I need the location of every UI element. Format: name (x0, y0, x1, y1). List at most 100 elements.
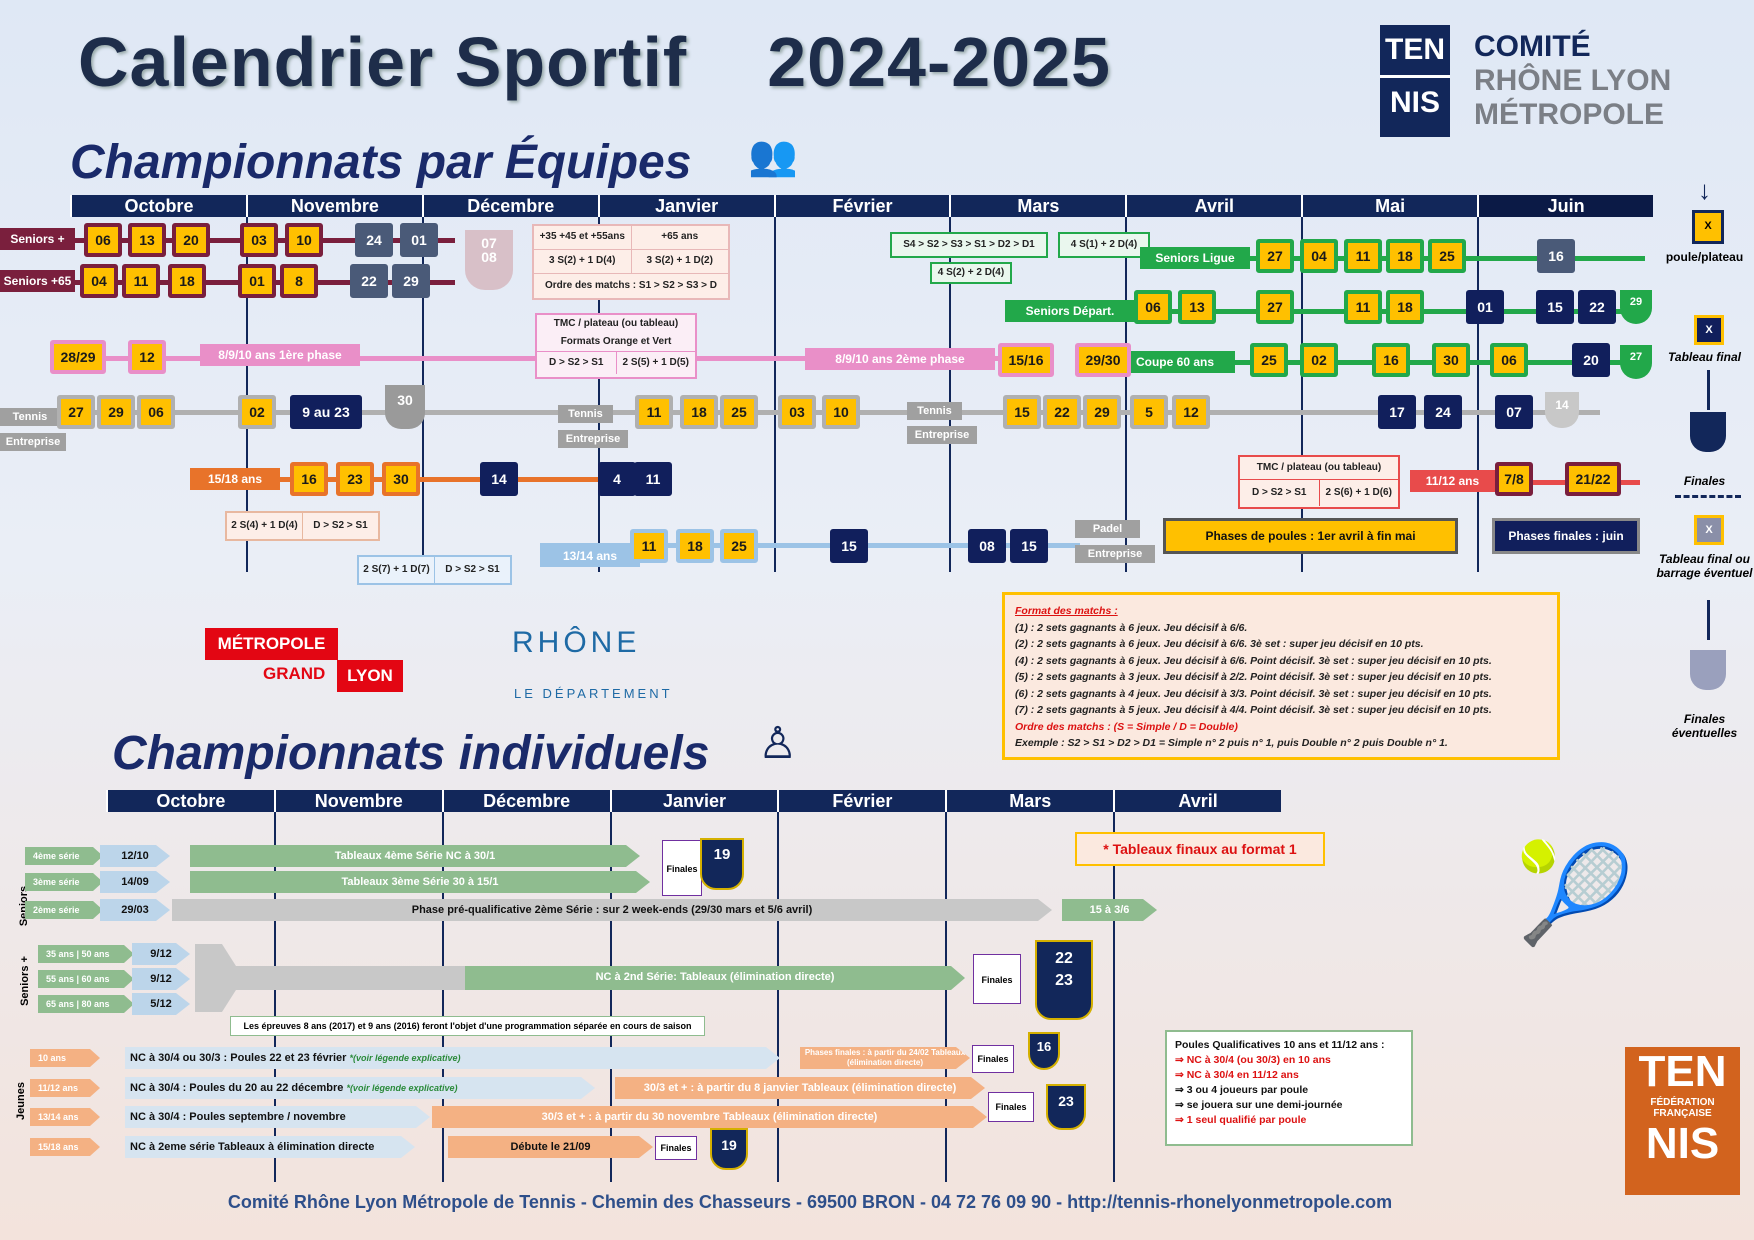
date-box: 29/30 (1075, 343, 1131, 377)
date-box: 01 (400, 223, 438, 257)
date-box: 18 (676, 529, 714, 563)
note-depart-format: 4 S(2) + 2 D(4) (930, 262, 1012, 284)
bar-4eme: Tableaux 4ème Série NC à 30/1 (190, 845, 640, 867)
date-box: 01 (238, 264, 276, 298)
rhone-logo: RHÔNE (512, 626, 641, 659)
metropole-logo: MÉTROPOLE (205, 628, 338, 660)
trophy-ent-2: 14 (1545, 392, 1579, 428)
month-janvier: Janvier (597, 195, 774, 217)
date-box: 29 (97, 395, 135, 429)
tag-2eme-serie: 2ème série (25, 901, 103, 919)
format-line: (2) : 2 sets gagnants à 6 jeux. Jeu déci… (1015, 638, 1424, 650)
date-box: 20 (172, 223, 210, 257)
label-coupe-60: Coupe 60 ans (1115, 351, 1235, 373)
month-decembre: Décembre (421, 195, 598, 217)
arrow-down-icon: ↓ (1698, 175, 1711, 205)
bar-j13-final: 30/3 et + : à partir du 30 novembre Tabl… (432, 1106, 987, 1128)
tag-11-12: 11/12 ans (30, 1079, 100, 1097)
date-box: 06 (1134, 290, 1172, 324)
footer: Comité Rhône Lyon Métropole de Tennis - … (227, 1192, 1393, 1212)
label-seniors-depart: Seniors Départ. (1005, 300, 1135, 322)
date-box: 03 (778, 395, 816, 429)
finales-box-1: Finales (662, 840, 702, 896)
date-box: 11 (1344, 290, 1382, 324)
note-seniors-plus-format: +35 +45 et +55ans+65 ans 3 S(2) + 1 D(4)… (532, 224, 730, 300)
tag-4eme-serie: 4ème série (25, 847, 103, 865)
trophy-depart: 29 (1620, 290, 1652, 324)
date-box: 06 (1490, 343, 1528, 377)
imonth-avril: Avril (1113, 790, 1281, 812)
imonth-mars: Mars (945, 790, 1113, 812)
date-box: 12 (1172, 395, 1210, 429)
legend-trophy-icon (1690, 412, 1726, 452)
date-box: 12 (128, 340, 166, 374)
date-box: 17 (1378, 395, 1416, 429)
date-box: 16 (1372, 343, 1410, 377)
date-box: 16 (290, 462, 328, 496)
date-box: 18 (1386, 290, 1424, 324)
label-tennis-ent-2: Tennis (558, 405, 613, 423)
date-box: 4 (598, 462, 636, 496)
indiv-section-title: Championnats individuels (112, 727, 710, 780)
date-box: 11 (1344, 239, 1382, 273)
date-box: 03 (240, 223, 278, 257)
tag-35-50: 35 ans | 50 ans (38, 945, 134, 963)
legend-eventuelles-label: Finales éventuelles (1671, 712, 1738, 740)
bar-j10: NC à 30/4 ou 30/3 : Poules 22 et 23 févr… (125, 1047, 780, 1069)
legend-barrage-box: X (1694, 515, 1724, 545)
imonth-decembre: Décembre (441, 790, 610, 812)
label-entreprise: Entreprise (0, 433, 66, 451)
date-box: 02 (1300, 343, 1338, 377)
legend-tableau-box: X (1694, 315, 1724, 345)
date-box: 04 (1300, 239, 1338, 273)
legend-tableau-label: Tableau final (1668, 350, 1741, 364)
date-box: 28/29 (50, 340, 106, 374)
date-box: 5 (1130, 395, 1168, 429)
date-box: 11 (630, 529, 668, 563)
date-box: 18 (168, 264, 206, 298)
bar-j11: NC à 30/4 : Poules du 20 au 22 décembre … (125, 1077, 595, 1099)
date-box: 04 (80, 264, 118, 298)
label-seniors-plus: Seniors + (0, 228, 75, 250)
tag-3eme-serie: 3ème série (25, 873, 103, 891)
date-box: 24 (355, 223, 393, 257)
date-box: 23 (336, 462, 374, 496)
date-box: 25 (1428, 239, 1466, 273)
date-box: 20 (1572, 343, 1610, 377)
date-box: 11 (122, 264, 160, 298)
legend-trophy-eventuelle-icon (1690, 650, 1726, 690)
date-box: 13 (1178, 290, 1216, 324)
date-sp1: 9/12 (132, 943, 190, 965)
bar-j11-final: 30/3 et + : à partir du 8 janvier Tablea… (615, 1077, 985, 1099)
month-octobre: Octobre (70, 195, 246, 217)
date-box: 18 (680, 395, 718, 429)
date-box: 16 (1537, 239, 1575, 273)
date-box: 06 (137, 395, 175, 429)
date-box: 22 (1578, 290, 1616, 324)
team-section-title: Championnats par Équipes (70, 136, 692, 189)
date-box: 15 (1536, 290, 1574, 324)
lyon-logo: LYON (337, 660, 403, 692)
note-ligue-format: 4 S(1) + 2 D(4) (1058, 232, 1150, 258)
bar-seniors-plus: NC à 2nd Série: Tableaux (élimination di… (465, 966, 965, 990)
label-padel: Padel (1075, 520, 1140, 538)
logo-text-comite: COMITÉ (1474, 30, 1591, 63)
bar-2eme-end: 15 à 3/6 (1062, 899, 1157, 921)
tag-65-80: 65 ans | 80 ans (38, 995, 134, 1013)
label-jeunes: Jeunes (14, 1082, 27, 1120)
date-box: 21/22 (1565, 462, 1621, 496)
month-avril: Avril (1125, 195, 1301, 217)
label-u15: 15/18 ans (190, 468, 280, 490)
note-kids8-format: TMC / plateau (ou tableau) Formats Orang… (535, 313, 697, 379)
date-box: 08 (968, 529, 1006, 563)
finales-box-4: Finales (988, 1092, 1034, 1122)
date-sp2: 9/12 (132, 968, 190, 990)
date-box: 01 (1466, 290, 1504, 324)
trophy-seniors-plus: 07 08 (465, 230, 513, 290)
bar-j15-final: Débute le 21/09 (448, 1136, 653, 1158)
legend-poule-label: poule/plateau (1665, 250, 1744, 264)
month-novembre: Novembre (245, 195, 422, 217)
bar-j15: NC à 2eme série Tableaux à élimination d… (125, 1136, 415, 1158)
